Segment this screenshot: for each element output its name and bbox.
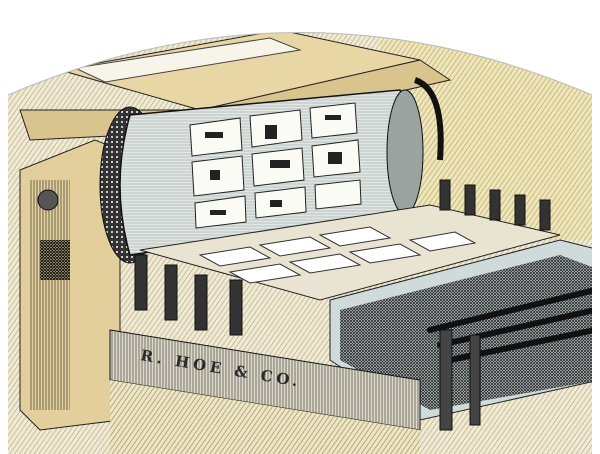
bed-type-forms	[198, 226, 477, 284]
grippers-front	[134, 254, 243, 336]
arch-outline	[7, 32, 593, 96]
grippers-right	[439, 179, 551, 231]
front-posts	[439, 329, 481, 431]
